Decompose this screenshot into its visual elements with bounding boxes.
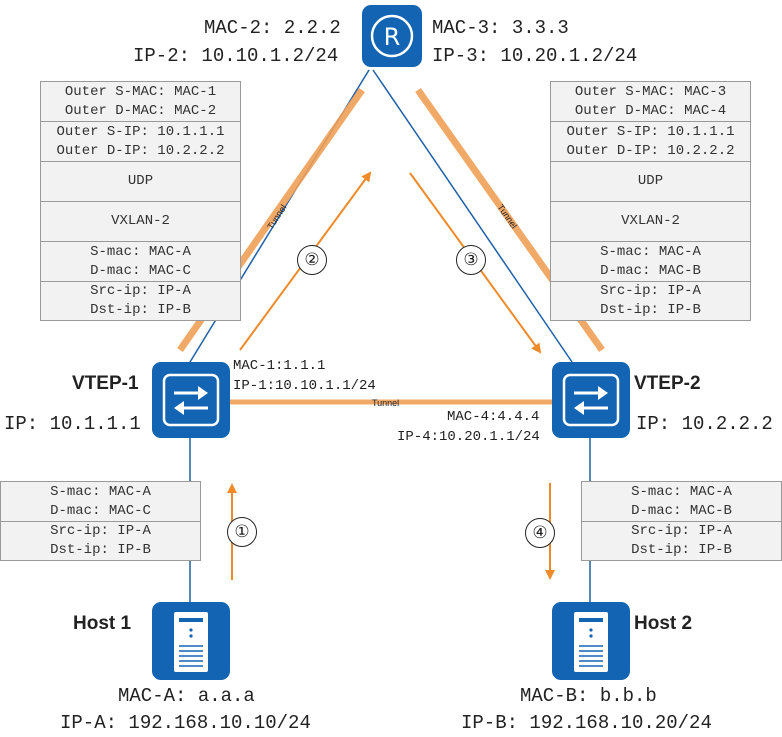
link-router-vtep2 — [372, 69, 573, 363]
outer-ip-cell: Outer S-IP: 10.1.1.1 Outer D-IP: 10.2.2.… — [41, 122, 240, 162]
host2-ip: IP-B: 192.168.10.20/24 — [461, 712, 712, 734]
inner-dmac: D-mac: MAC-B — [600, 262, 701, 279]
step-marker-1: ① — [227, 517, 257, 547]
vtep1-name: VTEP-1 — [72, 373, 139, 394]
inner-mac-cell: S-mac: MAC-A D-mac: MAC-C — [41, 242, 240, 282]
inner-sip: Src-ip: IP-A — [90, 283, 191, 299]
frame-stack-host2: S-mac: MAC-A D-mac: MAC-B Src-ip: IP-A D… — [581, 481, 782, 561]
vtep2-switch-icon[interactable] — [552, 362, 630, 438]
inner-dip: Dst-ip: IP-B — [600, 302, 701, 318]
outer-ip-cell: Outer S-IP: 10.1.1.1 Outer D-IP: 10.2.2.… — [551, 122, 750, 162]
outer-mac-cell: Outer S-MAC: MAC-3 Outer D-MAC: MAC-4 — [551, 82, 750, 122]
vtep2-name: VTEP-2 — [634, 373, 701, 394]
router-ip-left: IP-2: 10.10.1.2/24 — [133, 45, 339, 67]
server-icon — [174, 612, 208, 672]
vxlan-cell: VXLAN-2 — [41, 202, 240, 242]
vtep2-port-ip: IP-4:10.20.1.1/24 — [397, 429, 540, 445]
outer-dip: Outer D-IP: 10.2.2.2 — [56, 142, 225, 159]
frame-stack-host1: S-mac: MAC-A D-mac: MAC-C Src-ip: IP-A D… — [0, 481, 201, 561]
router-symbol: R — [370, 14, 414, 58]
host1-ip: IP-A: 192.168.10.10/24 — [60, 712, 311, 734]
frame-dip: Dst-ip: IP-B — [631, 542, 732, 558]
frame-ip-cell: Src-ip: IP-A Dst-ip: IP-B — [1, 522, 200, 560]
tunnel-label-right: Tunnel — [495, 202, 519, 230]
inner-smac: S-mac: MAC-A — [90, 243, 191, 260]
frame-dmac: D-mac: MAC-C — [50, 502, 151, 519]
router-mac-right: MAC-3: 3.3.3 — [432, 17, 569, 39]
inner-dip: Dst-ip: IP-B — [90, 302, 191, 318]
outer-dmac: Outer D-MAC: MAC-4 — [574, 102, 727, 119]
frame-smac: S-mac: MAC-A — [631, 483, 732, 500]
inner-sip: Src-ip: IP-A — [600, 283, 701, 299]
host2-mac: MAC-B: b.b.b — [520, 685, 657, 707]
vtep1-port-mac: MAC-1:1.1.1 — [233, 358, 326, 374]
frame-sip: Src-ip: IP-A — [50, 523, 151, 539]
vxlan-cell: VXLAN-2 — [551, 202, 750, 242]
host1-name: Host 1 — [73, 613, 132, 634]
frame-sip: Src-ip: IP-A — [631, 523, 732, 539]
router-ip-right: IP-3: 10.20.1.2/24 — [432, 45, 638, 67]
step-marker-3: ③ — [456, 245, 486, 275]
outer-smac: Outer S-MAC: MAC-3 — [574, 83, 727, 100]
router-icon[interactable]: R — [362, 5, 422, 67]
udp-cell: UDP — [41, 162, 240, 202]
inner-mac-cell: S-mac: MAC-A D-mac: MAC-B — [551, 242, 750, 282]
host2-server-icon[interactable] — [552, 602, 630, 680]
outer-smac: Outer S-MAC: MAC-1 — [64, 83, 217, 100]
router-mac-left: MAC-2: 2.2.2 — [204, 17, 341, 39]
step-marker-2: ② — [297, 245, 327, 275]
vtep2-port-mac: MAC-4:4.4.4 — [447, 409, 540, 425]
outer-sip: Outer S-IP: 10.1.1.1 — [56, 123, 225, 140]
vtep1-ip: IP: 10.1.1.1 — [4, 413, 141, 435]
outer-sip: Outer S-IP: 10.1.1.1 — [566, 123, 735, 140]
tunnel-label-left: Tunnel — [265, 203, 288, 231]
host2-name: Host 2 — [634, 613, 693, 634]
frame-mac-cell: S-mac: MAC-A D-mac: MAC-B — [582, 482, 781, 522]
outer-dip: Outer D-IP: 10.2.2.2 — [566, 142, 735, 159]
packet-stack-left: Outer S-MAC: MAC-1 Outer D-MAC: MAC-2 Ou… — [40, 81, 241, 321]
frame-smac: S-mac: MAC-A — [50, 483, 151, 500]
switch-arrows-icon — [562, 373, 620, 427]
vtep1-port-ip: IP-1:10.10.1.1/24 — [233, 378, 376, 394]
outer-dmac: Outer D-MAC: MAC-2 — [64, 102, 217, 119]
udp-cell: UDP — [551, 162, 750, 202]
host1-server-icon[interactable] — [152, 602, 230, 680]
vtep2-ip: IP: 10.2.2.2 — [636, 413, 773, 435]
inner-dmac: D-mac: MAC-C — [90, 262, 191, 279]
frame-mac-cell: S-mac: MAC-A D-mac: MAC-C — [1, 482, 200, 522]
router-letter: R — [384, 23, 401, 51]
inner-smac: S-mac: MAC-A — [600, 243, 701, 260]
inner-ip-cell: Src-ip: IP-A Dst-ip: IP-B — [41, 282, 240, 320]
step-marker-4: ④ — [525, 518, 555, 548]
switch-arrows-icon — [162, 373, 220, 427]
inner-ip-cell: Src-ip: IP-A Dst-ip: IP-B — [551, 282, 750, 320]
outer-mac-cell: Outer S-MAC: MAC-1 Outer D-MAC: MAC-2 — [41, 82, 240, 122]
host1-mac: MAC-A: a.a.a — [118, 685, 255, 707]
frame-dip: Dst-ip: IP-B — [50, 542, 151, 558]
tunnel-label-bottom: Tunnel — [372, 398, 399, 408]
frame-ip-cell: Src-ip: IP-A Dst-ip: IP-B — [582, 522, 781, 560]
frame-dmac: D-mac: MAC-B — [631, 502, 732, 519]
vtep1-switch-icon[interactable] — [152, 362, 230, 438]
server-icon — [574, 612, 608, 672]
packet-stack-right: Outer S-MAC: MAC-3 Outer D-MAC: MAC-4 Ou… — [550, 81, 751, 321]
